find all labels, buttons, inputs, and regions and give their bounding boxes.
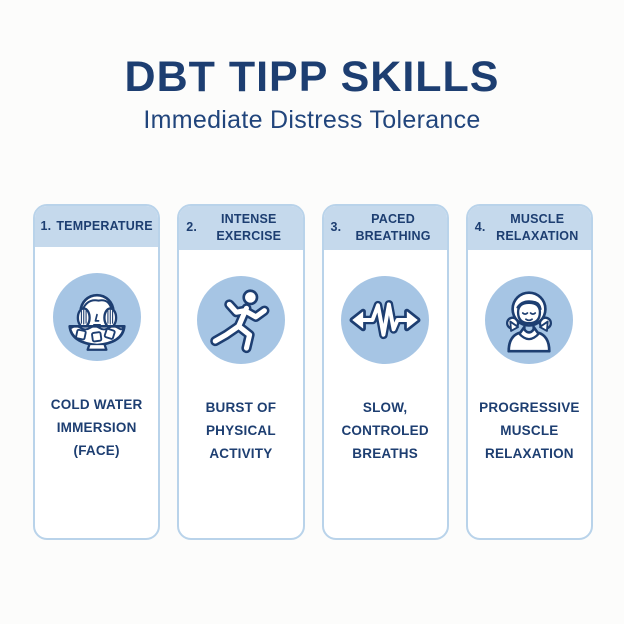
card-number: 1. — [40, 219, 52, 234]
card-muscle-relaxation-header: 4. MUSCLE RELAXATION — [467, 206, 591, 250]
cold-water-face-icon — [52, 273, 141, 361]
breath-wave-icon — [341, 275, 430, 364]
skill-cards-row: 1. TEMPERATURE — [33, 204, 593, 540]
card-header-label: TEMPERATURE — [56, 219, 153, 234]
page-header: DBT TIPP SKILLS Immediate Distress Toler… — [0, 53, 624, 135]
card-header-label: INTENSE EXERCISE — [216, 212, 282, 243]
card-number: 2. — [186, 220, 198, 235]
card-muscle-relaxation: 4. MUSCLE RELAXATION — [465, 204, 593, 540]
card-paced-breathing: 3. PACED BREATHING SLOW, CONTROLED BREAT… — [321, 204, 449, 540]
card-paced-breathing-header: 3. PACED BREATHING — [323, 206, 447, 250]
card-header-label: PACED BREATHING — [355, 212, 431, 243]
card-body-label: BURST OF PHYSICAL ACTIVITY — [205, 399, 277, 461]
card-number: 4. — [474, 220, 486, 235]
card-number: 3. — [330, 220, 342, 235]
card-intense-exercise-header: 2. INTENSE EXERCISE — [179, 206, 303, 250]
running-figure-icon — [196, 275, 285, 364]
card-intense-exercise: 2. INTENSE EXERCISE — [177, 204, 305, 540]
card-header-label: MUSCLE RELAXATION — [496, 212, 579, 243]
page-subtitle: Immediate Distress Tolerance — [143, 106, 481, 135]
page-title: DBT TIPP SKILLS — [124, 53, 500, 101]
card-temperature-header: 1. TEMPERATURE — [35, 206, 159, 247]
card-body-label: COLD WATER IMMERSION (FACE) — [50, 397, 143, 458]
muscle-relaxation-icon — [485, 275, 574, 364]
card-temperature: 1. TEMPERATURE — [33, 204, 161, 540]
card-body-label: SLOW, CONTROLED BREATHS — [341, 399, 429, 461]
card-body-label: PROGRESSIVE MUSCLE RELAXATION — [479, 399, 580, 461]
